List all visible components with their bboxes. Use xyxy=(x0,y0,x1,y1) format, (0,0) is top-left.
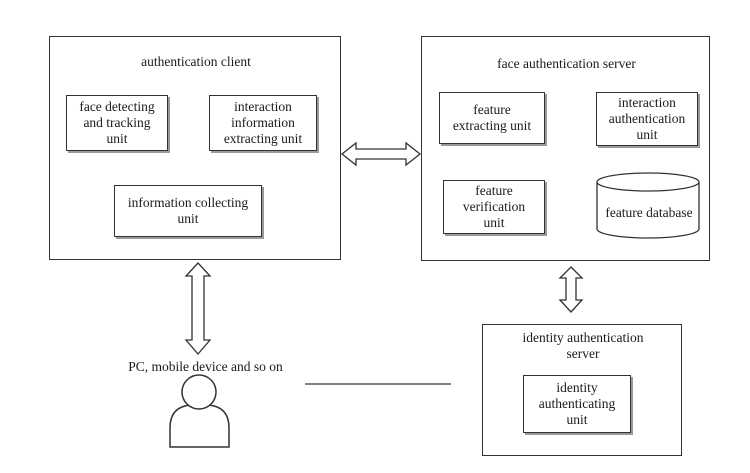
feature-extracting-unit: feature extracting unit xyxy=(439,92,545,144)
server-identity-double-arrow xyxy=(558,266,584,313)
interaction-extracting-unit-label: interaction information extracting unit xyxy=(223,99,303,146)
identity-authenticating-unit-label: identity authenticating unit xyxy=(538,380,616,427)
feature-verification-unit: feature verification unit xyxy=(443,180,545,234)
client-user-double-arrow xyxy=(184,262,212,355)
client-server-double-arrow xyxy=(340,141,422,167)
feature-extracting-unit-label: feature extracting unit xyxy=(452,102,532,133)
interaction-extracting-unit: interaction information extracting unit xyxy=(209,95,317,151)
feature-database-label: feature database xyxy=(605,205,693,220)
interaction-authentication-unit-label: interaction authentication unit xyxy=(608,95,686,142)
face-detecting-unit: face detecting and tracking unit xyxy=(66,95,168,151)
face-detecting-unit-label: face detecting and tracking unit xyxy=(79,99,155,146)
identity-authentication-server-box: identity authentication server identity … xyxy=(482,324,682,456)
user-device-label: PC, mobile device and so on xyxy=(128,359,283,374)
identity-authentication-server-title: identity authentication server xyxy=(522,330,644,361)
feature-verification-unit-label: feature verification unit xyxy=(462,183,526,230)
identity-authenticating-unit: identity authenticating unit xyxy=(523,375,631,433)
interaction-authentication-unit: interaction authentication unit xyxy=(596,92,698,146)
feature-database-cylinder xyxy=(596,172,700,239)
information-collecting-unit: information collecting unit xyxy=(114,185,262,237)
authentication-client-title: authentication client xyxy=(141,54,251,69)
face-authentication-server-box: face authentication server feature extra… xyxy=(421,36,710,261)
face-authentication-server-title: face authentication server xyxy=(497,56,636,71)
information-collecting-unit-label: information collecting unit xyxy=(127,195,249,226)
person-icon xyxy=(169,374,230,448)
authentication-client-box: authentication client face detecting and… xyxy=(49,36,341,260)
